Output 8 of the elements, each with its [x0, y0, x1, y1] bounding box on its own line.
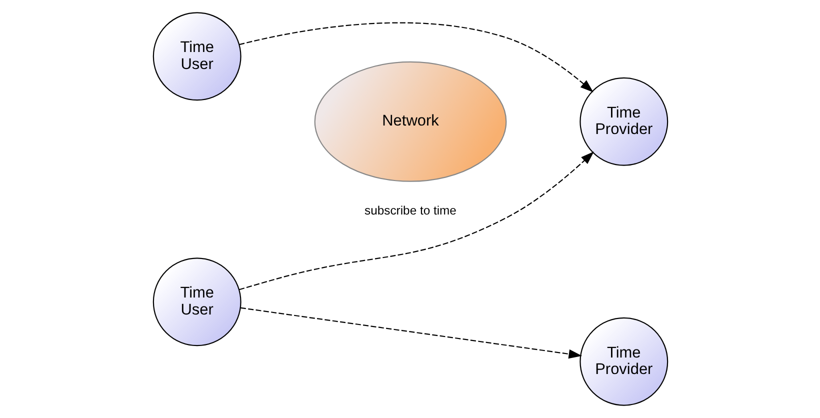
node-circle: Time User — [152, 258, 241, 346]
node-circle: Time User — [152, 12, 241, 101]
node-circle: Time Provider — [579, 317, 668, 406]
arrow — [240, 307, 582, 359]
arrow — [238, 22, 593, 92]
arrow — [238, 152, 594, 290]
node-ellipse: Network — [314, 61, 506, 182]
edge-label: subscribe to time — [364, 203, 456, 218]
